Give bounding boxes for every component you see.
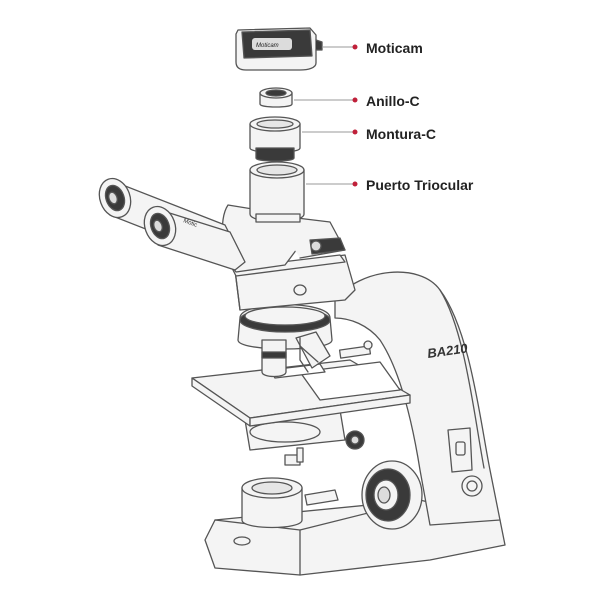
callout-dot-moticam bbox=[352, 44, 358, 50]
focus-knob bbox=[345, 430, 423, 530]
callout-dot-anillo-c bbox=[352, 97, 358, 103]
eyepiece-right bbox=[143, 205, 246, 271]
microscope-arm bbox=[334, 271, 501, 526]
label-puerto-triocular: Puerto Triocular bbox=[366, 177, 474, 193]
model-mark: BA210 bbox=[426, 340, 469, 361]
moticam-camera bbox=[235, 27, 323, 71]
mechanical-stage bbox=[191, 340, 411, 427]
c-ring bbox=[259, 87, 293, 108]
eyepiece-brand-mark: Motic bbox=[182, 218, 198, 229]
label-montura-c: Montura-C bbox=[366, 126, 436, 142]
callout-dot-montura-c bbox=[352, 129, 358, 135]
objective-nosepiece bbox=[237, 303, 333, 378]
label-anillo-c: Anillo-C bbox=[366, 93, 420, 109]
microscope-head bbox=[231, 254, 356, 311]
c-mount bbox=[249, 116, 301, 162]
camera-brand-mark: Moticam bbox=[256, 43, 279, 49]
callout-dot-puerto-triocular bbox=[352, 181, 358, 187]
trinocular-port bbox=[249, 161, 305, 223]
label-moticam: Moticam bbox=[366, 40, 423, 56]
field-lamp bbox=[241, 477, 339, 529]
